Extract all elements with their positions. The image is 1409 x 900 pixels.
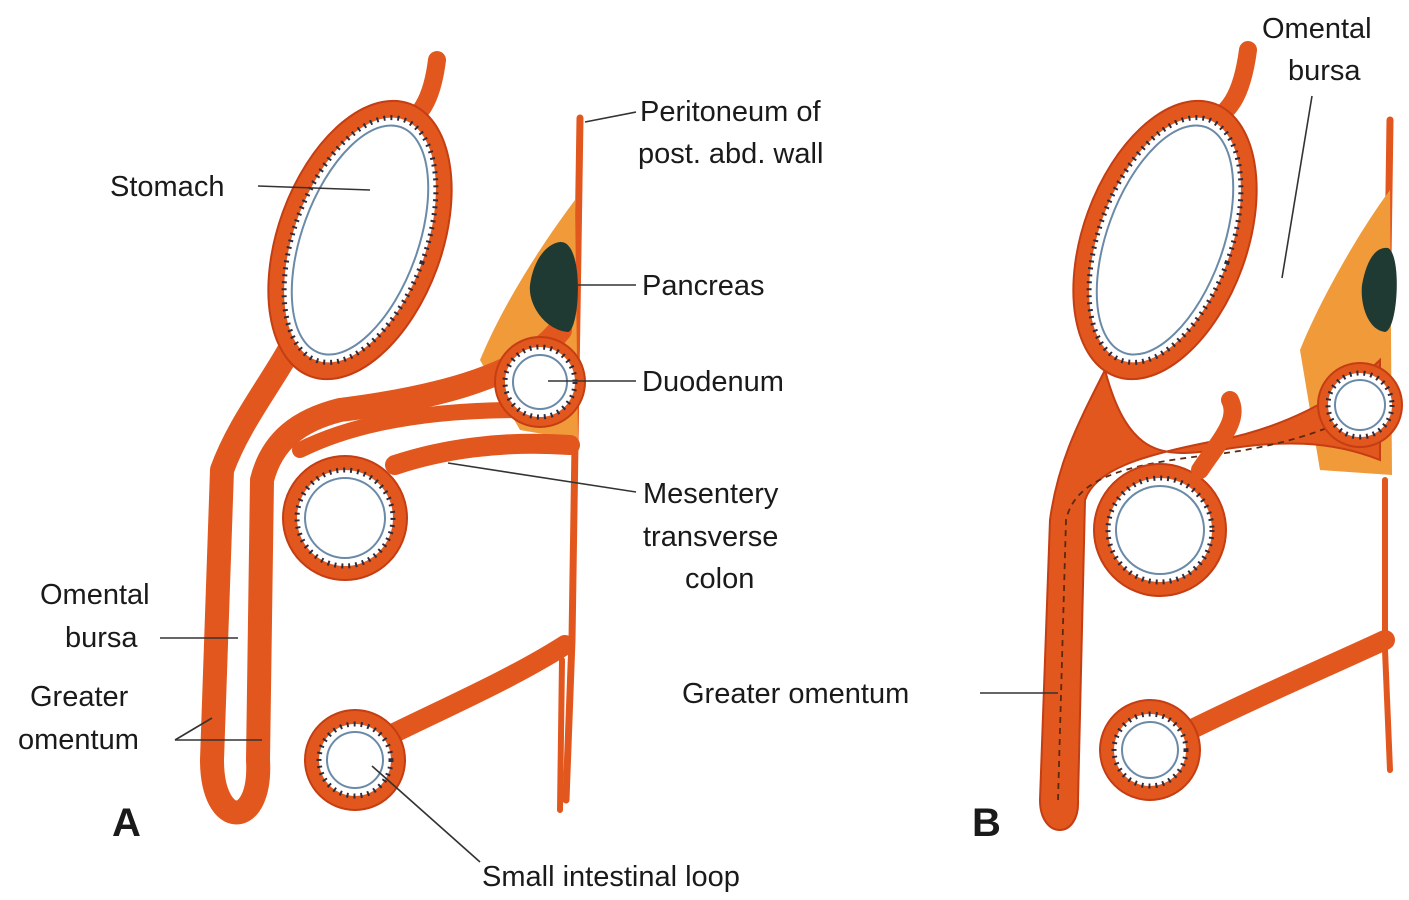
panel-b-transverse-colon: [1094, 464, 1226, 596]
label-greater-omentum-line2: omentum: [18, 724, 139, 756]
panel-b-small-intestine-mesentery: [1180, 640, 1385, 735]
panel-a-transverse-mesocolon: [395, 444, 570, 465]
label-greater-omentum-line1: Greater: [30, 681, 129, 713]
panel-a-transverse-colon: [283, 456, 407, 580]
label-omental-bursa-line2: bursa: [65, 622, 138, 654]
label-mesentery-line3: colon: [685, 563, 754, 595]
panel-a-lower-wall: [560, 660, 562, 810]
label-small-intestinal-loop: Small intestinal loop: [482, 861, 740, 893]
leader-small-intestinal-loop: [372, 766, 480, 862]
label-mesentery-line1: Mesentery: [643, 478, 779, 510]
panel-a-duodenum: [495, 337, 585, 427]
label-stomach: Stomach: [110, 171, 224, 203]
panel-b-stomach: [1038, 76, 1291, 405]
label-peritoneum-line2: post. abd. wall: [638, 138, 823, 170]
panel-b-colon-attachment: [1200, 400, 1233, 470]
panel-a-small-intestine-mesentery: [380, 645, 565, 740]
leader-b-omental-bursa: [1282, 96, 1312, 278]
panel-b-duodenum: [1318, 363, 1402, 447]
label-duodenum: Duodenum: [642, 366, 784, 398]
leader-mesentery: [448, 463, 636, 492]
label-peritoneum-line1: Peritoneum of: [640, 96, 821, 128]
panel-a-stomach: [233, 76, 486, 405]
panel-a-letter: A: [112, 801, 141, 845]
label-mesentery-line2: transverse: [643, 521, 778, 553]
label-b-omental-bursa-line1: Omental: [1262, 13, 1372, 45]
panel-b-letter: B: [972, 801, 1001, 845]
panel-b-small-intestinal-loop: [1100, 700, 1200, 800]
label-omental-bursa-line1: Omental: [40, 579, 150, 611]
label-pancreas: Pancreas: [642, 270, 765, 302]
panel-a-small-intestinal-loop: [305, 710, 405, 810]
panel-a: Stomach Peritoneum of post. abd. wall Pa…: [18, 60, 823, 893]
leader-peritoneum: [585, 112, 636, 122]
label-b-greater-omentum: Greater omentum: [682, 678, 909, 710]
panel-b-bottom-wall: [1385, 650, 1390, 770]
label-b-omental-bursa-line2: bursa: [1288, 55, 1361, 87]
